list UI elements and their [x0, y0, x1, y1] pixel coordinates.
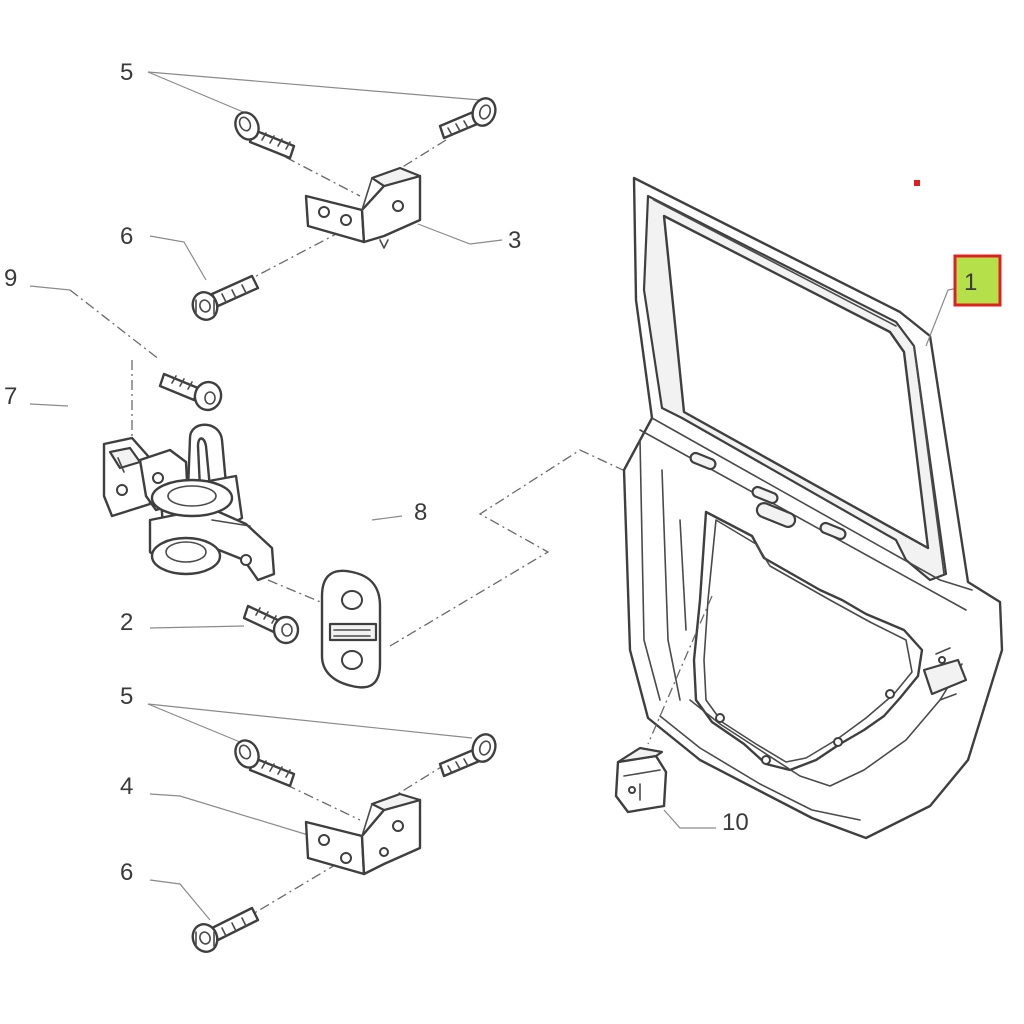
door-check-7 — [102, 423, 276, 582]
bolt-9 — [158, 372, 223, 412]
bolt-2 — [242, 604, 300, 645]
callout-1-highlight[interactable] — [953, 254, 1002, 307]
callout-6-bottom: 6 — [120, 859, 133, 886]
callout-labels: 5 6 3 9 7 8 2 5 4 6 10 1 — [4, 59, 977, 886]
bolt-5-top-right — [438, 97, 497, 140]
callout-6-top: 6 — [120, 223, 133, 250]
leader-lines-middle — [29, 285, 641, 647]
callout-4: 4 — [120, 773, 133, 800]
callout-9: 9 — [4, 265, 17, 292]
striker-plate-8 — [320, 569, 382, 689]
callout-3: 3 — [508, 227, 521, 254]
bolt-6-top — [191, 274, 260, 321]
bolt-5-top-left — [234, 111, 296, 160]
callout-1[interactable]: 1 — [964, 269, 977, 296]
callout-7: 7 — [4, 383, 17, 410]
callout-2: 2 — [120, 609, 133, 636]
callout-8: 8 — [414, 499, 427, 526]
leader-lines-top — [147, 71, 503, 293]
callout-10: 10 — [722, 809, 749, 836]
bolt-5-bottom-left — [234, 739, 296, 788]
callout-5-bottom: 5 — [120, 683, 133, 710]
lower-hinge-4 — [304, 792, 422, 876]
clip-10 — [614, 746, 668, 814]
callout-5-top: 5 — [120, 59, 133, 86]
bolt-5-bottom-right — [438, 733, 497, 778]
leader-lines-bottom — [147, 703, 473, 931]
upper-hinge-3 — [304, 166, 422, 249]
rear-door-1 — [622, 176, 1004, 840]
bolt-6-bottom — [191, 906, 260, 953]
red-marker — [914, 180, 920, 186]
